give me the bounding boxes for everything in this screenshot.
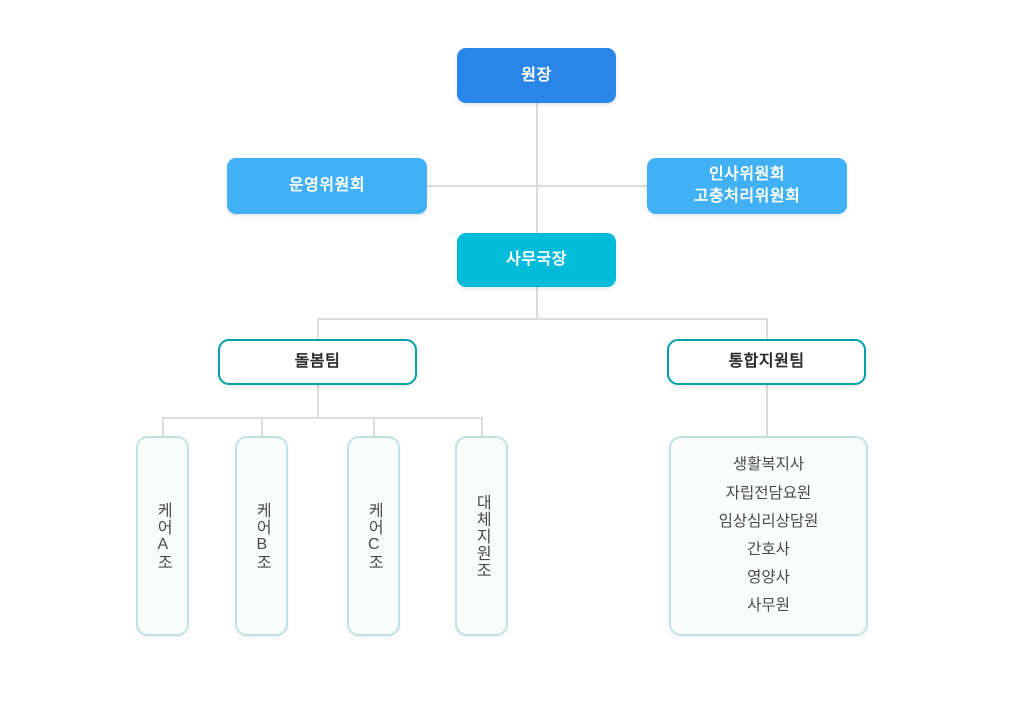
node-operating-committee-label: 운영위원회 bbox=[288, 177, 366, 195]
node-secretary-general[interactable]: 사무국장 bbox=[457, 233, 616, 287]
node-support-roles[interactable]: 생활복지사 자립전담요원 임상심리상담원 간호사 영양사 사무원 bbox=[669, 436, 868, 636]
node-personnel-committee-label-line1: 인사위원회 bbox=[708, 166, 786, 184]
node-care-squad-b[interactable]: 케어B조 bbox=[235, 436, 288, 636]
connector-secretary-down bbox=[536, 287, 538, 319]
connector-committee-bus bbox=[427, 185, 647, 187]
node-support-team-label: 통합지원팀 bbox=[728, 353, 805, 371]
node-care-team-label: 돌봄팀 bbox=[294, 353, 341, 371]
node-support-team[interactable]: 통합지원팀 bbox=[667, 339, 866, 385]
node-care-squad-substitute[interactable]: 대체지원조 bbox=[455, 436, 508, 636]
connector-drop-care-sub bbox=[481, 417, 483, 436]
support-role-item: 생활복지사 bbox=[732, 456, 805, 474]
node-care-squad-b-label: 케어B조 bbox=[253, 501, 271, 571]
node-care-team[interactable]: 돌봄팀 bbox=[218, 339, 417, 385]
connector-support-team-down bbox=[766, 385, 768, 437]
node-care-squad-a[interactable]: 케어A조 bbox=[136, 436, 189, 636]
node-director-label: 원장 bbox=[521, 66, 552, 84]
connector-care-team-down bbox=[317, 385, 319, 418]
support-role-item: 사무원 bbox=[747, 597, 790, 615]
support-role-item: 임상심리상담원 bbox=[718, 512, 819, 530]
node-care-squad-c-label: 케어C조 bbox=[365, 501, 383, 571]
connector-squad-bus bbox=[162, 417, 483, 419]
connector-team-bus bbox=[317, 318, 768, 320]
support-role-item: 자립전담요원 bbox=[725, 484, 812, 502]
node-care-squad-substitute-label: 대체지원조 bbox=[473, 493, 491, 579]
support-role-item: 영양사 bbox=[747, 569, 790, 587]
connector-drop-care-a bbox=[162, 417, 164, 436]
node-personnel-committee[interactable]: 인사위원회 고충처리위원회 bbox=[647, 158, 847, 214]
node-personnel-committee-label-line2: 고충처리위원회 bbox=[693, 188, 801, 205]
node-operating-committee[interactable]: 운영위원회 bbox=[227, 158, 427, 214]
connector-drop-care-team bbox=[317, 318, 319, 339]
connector-drop-care-c bbox=[373, 417, 375, 436]
node-care-squad-c[interactable]: 케어C조 bbox=[347, 436, 400, 636]
connector-drop-support-team bbox=[766, 318, 768, 339]
node-director[interactable]: 원장 bbox=[457, 48, 616, 103]
connector-drop-care-b bbox=[261, 417, 263, 436]
node-care-squad-a-label: 케어A조 bbox=[154, 501, 172, 571]
support-role-item: 간호사 bbox=[747, 541, 790, 558]
node-secretary-general-label: 사무국장 bbox=[506, 251, 567, 269]
connector-director-to-secretary bbox=[536, 103, 538, 234]
